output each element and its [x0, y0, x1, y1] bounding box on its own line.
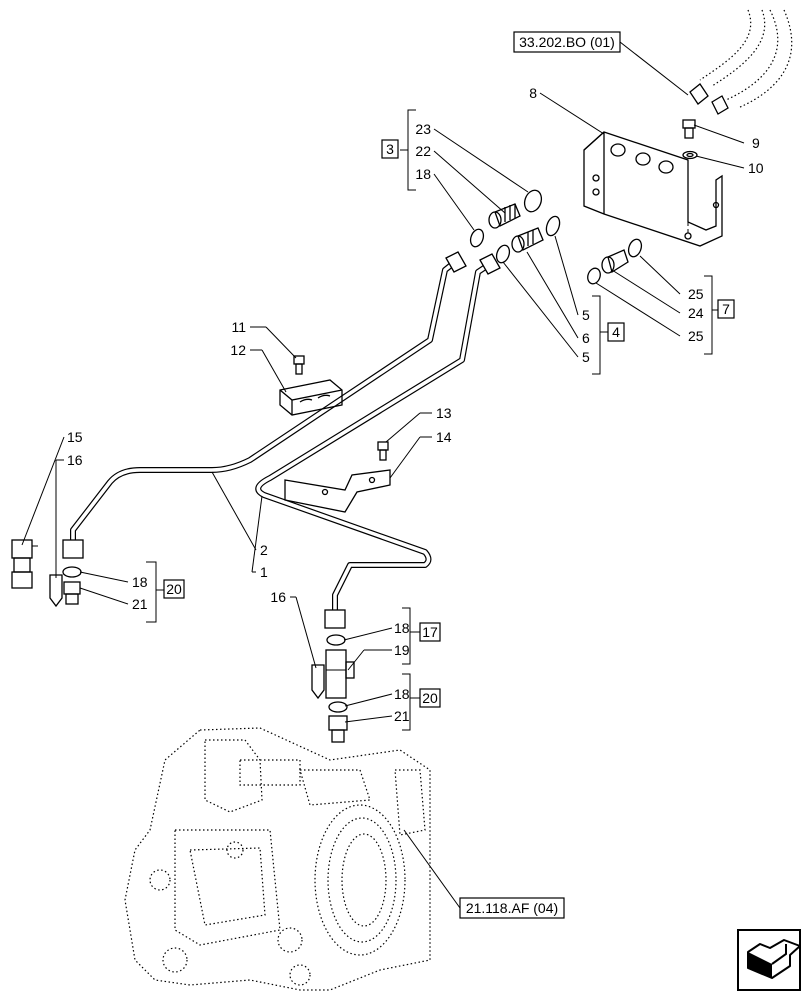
oring-part-18-center-upper: [326, 634, 346, 646]
fitting-part-24: [601, 249, 629, 274]
callout-18-left[interactable]: 18: [132, 574, 148, 590]
oring-part-25-upper: [627, 238, 643, 258]
clamp-part-12: [279, 379, 343, 416]
tube-nut-center: [324, 609, 346, 629]
callout-5-lower[interactable]: 5: [582, 349, 590, 365]
callout-1[interactable]: 1: [260, 564, 268, 580]
callout-box-4[interactable]: 4: [607, 322, 625, 342]
callout-box-20-left[interactable]: 20: [163, 579, 185, 599]
callout-8[interactable]: 8: [529, 85, 537, 101]
fitting-part-21-left: [63, 581, 81, 605]
callout-box-17[interactable]: 17: [419, 622, 441, 642]
ref-label-bottom[interactable]: 21.118.AF (04): [459, 897, 565, 919]
callout-25-upper[interactable]: 25: [688, 286, 704, 302]
hose-assembly: [689, 9, 793, 115]
callout-14[interactable]: 14: [436, 429, 452, 445]
plug-part-16-left: [49, 574, 63, 608]
leader-lines: [21, 41, 745, 909]
oring-part-23: [523, 189, 543, 213]
plate-part-14: [284, 469, 391, 513]
oring-part-25-lower: [587, 267, 601, 285]
fitting-part-6: [511, 227, 544, 253]
callout-21-left[interactable]: 21: [132, 596, 148, 612]
callout-18-center-lower[interactable]: 18: [394, 686, 410, 702]
callout-3[interactable]: 3: [386, 141, 394, 157]
callout-11[interactable]: 11: [231, 319, 246, 335]
tube-nut-top-2: [479, 253, 501, 275]
fitting-part-21-center: [328, 715, 348, 743]
tube-nut-left: [62, 539, 84, 559]
bracket-lines: [146, 109, 718, 731]
oring-part-5-upper: [545, 215, 561, 237]
transmission-housing: [124, 727, 431, 991]
callout-box-20-center[interactable]: 20: [419, 688, 441, 708]
tube-nut-top-1: [445, 251, 467, 273]
callout-22[interactable]: 22: [415, 143, 431, 159]
callout-18-top[interactable]: 18: [415, 166, 431, 182]
callout-13[interactable]: 13: [436, 405, 452, 421]
callout-10[interactable]: 10: [748, 160, 764, 176]
ref-label-top[interactable]: 33.202.BO (01): [513, 31, 621, 53]
bolt-part-9: [682, 119, 696, 139]
callout-16-left[interactable]: 16: [67, 452, 83, 468]
oring-part-18-top: [469, 228, 485, 248]
callout-box-7[interactable]: 7: [717, 299, 735, 319]
next-page-arrow-icon[interactable]: [737, 929, 801, 991]
oring-part-5-lower: [495, 244, 511, 264]
callout-25-lower[interactable]: 25: [688, 328, 704, 344]
callout-16-center[interactable]: 16: [270, 589, 286, 605]
callout-21-center[interactable]: 21: [394, 708, 410, 724]
callout-4[interactable]: 4: [612, 324, 620, 340]
callout-17[interactable]: 17: [422, 624, 438, 640]
plug-part-16-center: [311, 664, 325, 700]
valve-part-15: [11, 539, 38, 589]
callout-7[interactable]: 7: [722, 301, 730, 317]
callout-18-center-upper[interactable]: 18: [394, 620, 410, 636]
bolt-part-13: [377, 441, 389, 461]
oring-part-18-center-lower: [328, 701, 348, 713]
bolt-part-11: [293, 355, 305, 375]
callout-box-3[interactable]: 3: [381, 139, 399, 159]
oring-part-18-left: [62, 566, 82, 578]
callout-5-upper[interactable]: 5: [582, 307, 590, 323]
callout-20-left[interactable]: 20: [166, 581, 182, 597]
callout-20-center[interactable]: 20: [422, 690, 438, 706]
callout-23[interactable]: 23: [415, 121, 431, 137]
ref-label-bottom-text[interactable]: 21.118.AF (04): [466, 900, 558, 916]
callout-12[interactable]: 12: [230, 342, 246, 358]
washer-part-10: [682, 150, 698, 160]
callout-9[interactable]: 9: [752, 135, 760, 151]
ref-label-top-text[interactable]: 33.202.BO (01): [519, 34, 615, 50]
callout-15[interactable]: 15: [67, 429, 83, 445]
callout-2[interactable]: 2: [260, 542, 268, 558]
bracket-part-8: [583, 131, 723, 247]
callout-19[interactable]: 19: [394, 642, 410, 658]
callout-6[interactable]: 6: [582, 330, 590, 346]
tee-fitting-part-19: [325, 649, 355, 699]
pipe-part-1: [70, 259, 458, 548]
fitting-part-22: [488, 203, 521, 229]
callout-24[interactable]: 24: [688, 305, 704, 321]
pipe-part-2: [255, 261, 493, 613]
